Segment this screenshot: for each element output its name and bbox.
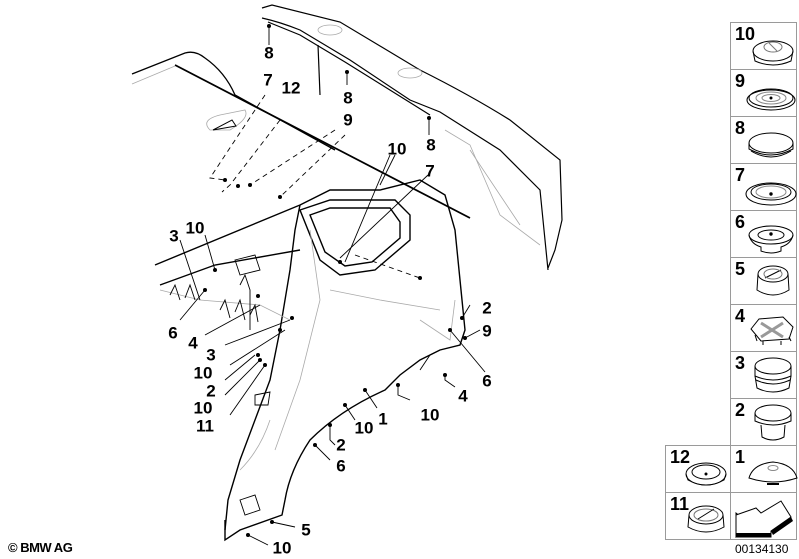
callout-4: 4 [458, 386, 468, 406]
callout-10: 10 [354, 418, 374, 438]
part-cell-12[interactable]: 12 [665, 445, 731, 493]
callout-7: 7 [263, 70, 273, 90]
roof-panel-outline [131, 51, 471, 219]
callout-6: 6 [482, 371, 492, 391]
callout-10: 10 [420, 405, 440, 425]
callout-10: 10 [185, 218, 205, 238]
domed-plug-icon [748, 132, 794, 158]
part-cell-8[interactable]: 8 [730, 116, 797, 164]
part-cell-6[interactable]: 6 [730, 210, 797, 258]
part-cell-2[interactable]: 2 [730, 398, 797, 446]
callout-6: 6 [336, 456, 346, 476]
part-cell-5[interactable]: 5 [730, 257, 797, 305]
callout-2: 2 [482, 298, 492, 318]
part-cell-1[interactable]: 1 [730, 445, 798, 493]
oval-grommet-with-bar-icon [687, 505, 725, 533]
direction-arrow-cell [730, 492, 797, 540]
clip-plug-with-cross-icon [750, 316, 794, 345]
flat-round-plug-icon [748, 461, 798, 485]
callout-10: 10 [193, 363, 213, 383]
double-cylinder-plug-icon [754, 357, 792, 393]
forward-direction-arrow-icon [735, 500, 793, 539]
part-cell-4[interactable]: 4 [730, 304, 797, 352]
callout-4: 4 [188, 333, 198, 353]
part-cell-9[interactable]: 9 [730, 69, 797, 117]
flanged-flat-plug-icon [745, 182, 797, 206]
oval-ring-grommet-icon [685, 462, 727, 486]
callout-2: 2 [206, 381, 216, 401]
callout-10: 10 [387, 139, 407, 159]
tapered-plug-icon [754, 404, 792, 441]
callout-9: 9 [482, 321, 492, 341]
callout-12: 12 [281, 78, 301, 98]
stepped-plug-icon [748, 225, 794, 254]
callout-8: 8 [264, 43, 274, 63]
dashed-leader-lines [209, 94, 421, 279]
callout-3: 3 [169, 226, 179, 246]
upper-seal-strip [261, 4, 563, 271]
part-cell-10[interactable]: 10 [730, 22, 797, 70]
callout-10: 10 [272, 538, 292, 558]
copyright-label: © BMW AG [8, 540, 73, 555]
callout-3: 3 [206, 345, 216, 365]
oval-grommet-with-slot-icon [752, 40, 794, 66]
callout-7: 7 [425, 161, 435, 181]
part-cell-11[interactable]: 11 [665, 492, 731, 540]
callout-8: 8 [343, 88, 353, 108]
document-number: 00134130 [735, 542, 789, 556]
callout-5: 5 [301, 520, 311, 540]
part-cell-7[interactable]: 7 [730, 163, 797, 211]
callout-9: 9 [343, 110, 353, 130]
callout-6: 6 [168, 323, 178, 343]
leader-dots [203, 24, 467, 537]
callout-11: 11 [196, 416, 214, 436]
leader-lines [179, 26, 486, 546]
part-cell-3[interactable]: 3 [730, 351, 797, 399]
ribbed-flat-plug-icon [746, 88, 796, 111]
slotted-cap-plug-icon [756, 265, 790, 296]
callout-10: 10 [193, 398, 213, 418]
callout-8: 8 [426, 135, 436, 155]
callout-1: 1 [378, 409, 388, 429]
callout-2: 2 [336, 435, 346, 455]
